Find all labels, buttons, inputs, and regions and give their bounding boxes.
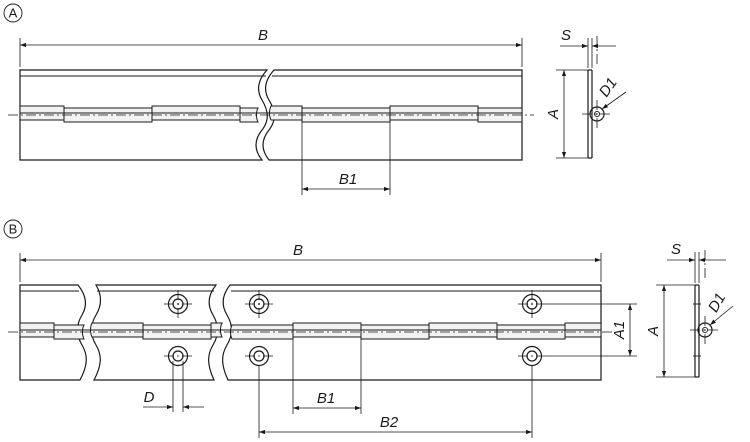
variant-a: A B [3,3,627,195]
dim-b-d: D [143,361,204,412]
label-a-a: A [545,109,562,120]
hinge-a-side-view [582,36,612,159]
dim-b-s: S [667,241,726,283]
hinge-a-front-view [8,69,534,161]
label-b-b: B [293,242,303,259]
label-b-d: D [144,389,155,406]
dim-b-a: A [645,284,695,378]
label-a-b: B [258,27,268,44]
hole-6 [518,345,546,367]
dim-b-d1: D1 [705,290,734,326]
dim-a-s: S [560,27,616,68]
hinge-b-front-view [8,284,613,381]
dim-a-b1: B1 [301,120,391,195]
variant-b-tag-text: B [9,222,18,237]
hole-5 [518,290,546,318]
label-b-s: S [671,241,681,258]
dim-b-b2: B2 [258,366,533,438]
label-b-a: A [645,326,662,337]
hinge-b-side-view [690,250,720,378]
dim-b-b1: B1 [292,337,362,414]
label-b-a1: A1 [611,321,628,340]
label-b-d1: D1 [705,290,729,315]
dim-b-a1: A1 [546,303,637,357]
variant-b-tag: B [3,219,23,239]
hole-1 [164,290,192,318]
hinge-b-holes [164,290,546,367]
dim-a-d1: D1 [596,75,627,110]
dim-a-b: B [19,27,523,67]
label-a-s: S [561,27,571,44]
hole-2 [164,345,192,367]
hole-4 [245,345,273,367]
dim-b-b: B [19,242,602,282]
variant-b: B B [3,219,734,438]
dim-a-a: A [545,69,588,159]
hole-3 [245,290,273,318]
label-a-d1: D1 [596,75,621,100]
label-b-b1: B1 [317,390,335,407]
label-a-b1: B1 [339,171,357,188]
label-b-b2: B2 [380,414,399,431]
variant-a-tag-text: A [9,6,18,21]
variant-a-tag: A [3,3,23,23]
